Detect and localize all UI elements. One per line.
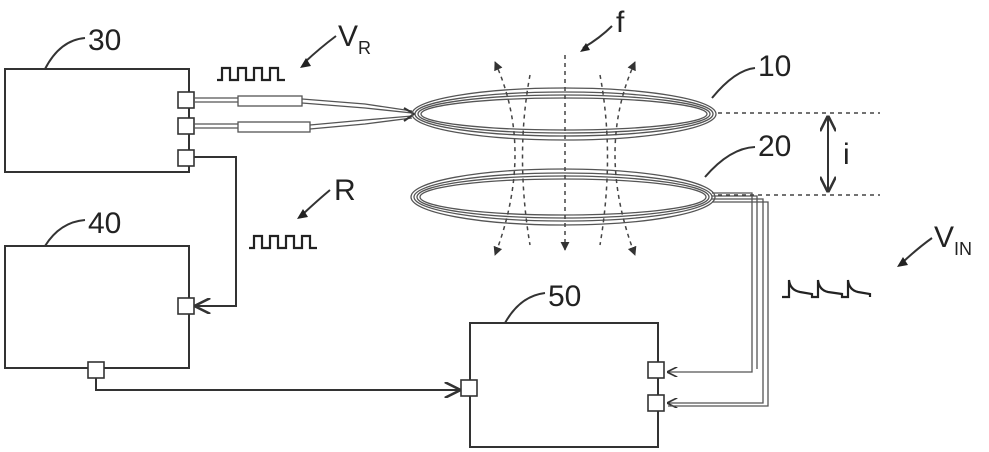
coil-20 xyxy=(410,168,716,226)
pointer-vin xyxy=(897,257,908,267)
block-50 xyxy=(469,322,659,448)
wire-30-to-coil-10 xyxy=(194,95,416,133)
label-50: 50 xyxy=(548,280,581,313)
port-50-right-b xyxy=(647,394,665,412)
pointer-vr xyxy=(300,58,311,68)
label-20: 20 xyxy=(758,130,791,163)
label-vin-sub: IN xyxy=(954,239,972,259)
wire-30-to-40 xyxy=(194,156,237,306)
label-vr-main: V xyxy=(338,20,358,53)
magnetic-field-lines xyxy=(493,55,637,256)
port-50-right-a xyxy=(647,361,665,379)
leader-vr xyxy=(304,35,337,63)
port-30-b xyxy=(177,117,195,135)
pointer-r xyxy=(297,209,308,219)
port-40-out xyxy=(87,361,105,379)
leader-f xyxy=(582,25,613,49)
label-gap-i: i xyxy=(843,138,850,171)
leader-vin xyxy=(902,237,933,263)
leader-10 xyxy=(711,67,756,99)
label-vr-sub: R xyxy=(358,38,371,58)
label-vin-main: V xyxy=(934,221,954,254)
waveform-vr xyxy=(217,66,285,82)
pointer-f xyxy=(580,43,590,52)
leader-20 xyxy=(704,146,756,178)
port-40-in xyxy=(177,297,195,315)
leader-30 xyxy=(44,37,86,70)
wire-coil-20-to-50 xyxy=(668,192,769,406)
port-30-a xyxy=(177,91,195,109)
wire-40-to-50 xyxy=(95,378,459,390)
leader-50 xyxy=(504,292,546,324)
label-10: 10 xyxy=(758,50,791,83)
port-30-c xyxy=(177,149,195,167)
leader-r xyxy=(302,189,331,215)
waveform-vin xyxy=(782,279,872,299)
label-vr: VR xyxy=(338,20,371,58)
waveform-r xyxy=(249,234,317,250)
label-vin: VIN xyxy=(934,221,972,259)
block-30 xyxy=(4,68,190,173)
label-40: 40 xyxy=(88,207,121,240)
gap-indicator xyxy=(718,112,880,196)
block-40 xyxy=(4,245,190,369)
label-r: R xyxy=(334,174,356,207)
label-f: f xyxy=(616,6,625,39)
coil-10 xyxy=(411,87,717,141)
label-30: 30 xyxy=(88,24,121,57)
leader-40 xyxy=(44,219,86,247)
port-50-left xyxy=(460,379,478,397)
